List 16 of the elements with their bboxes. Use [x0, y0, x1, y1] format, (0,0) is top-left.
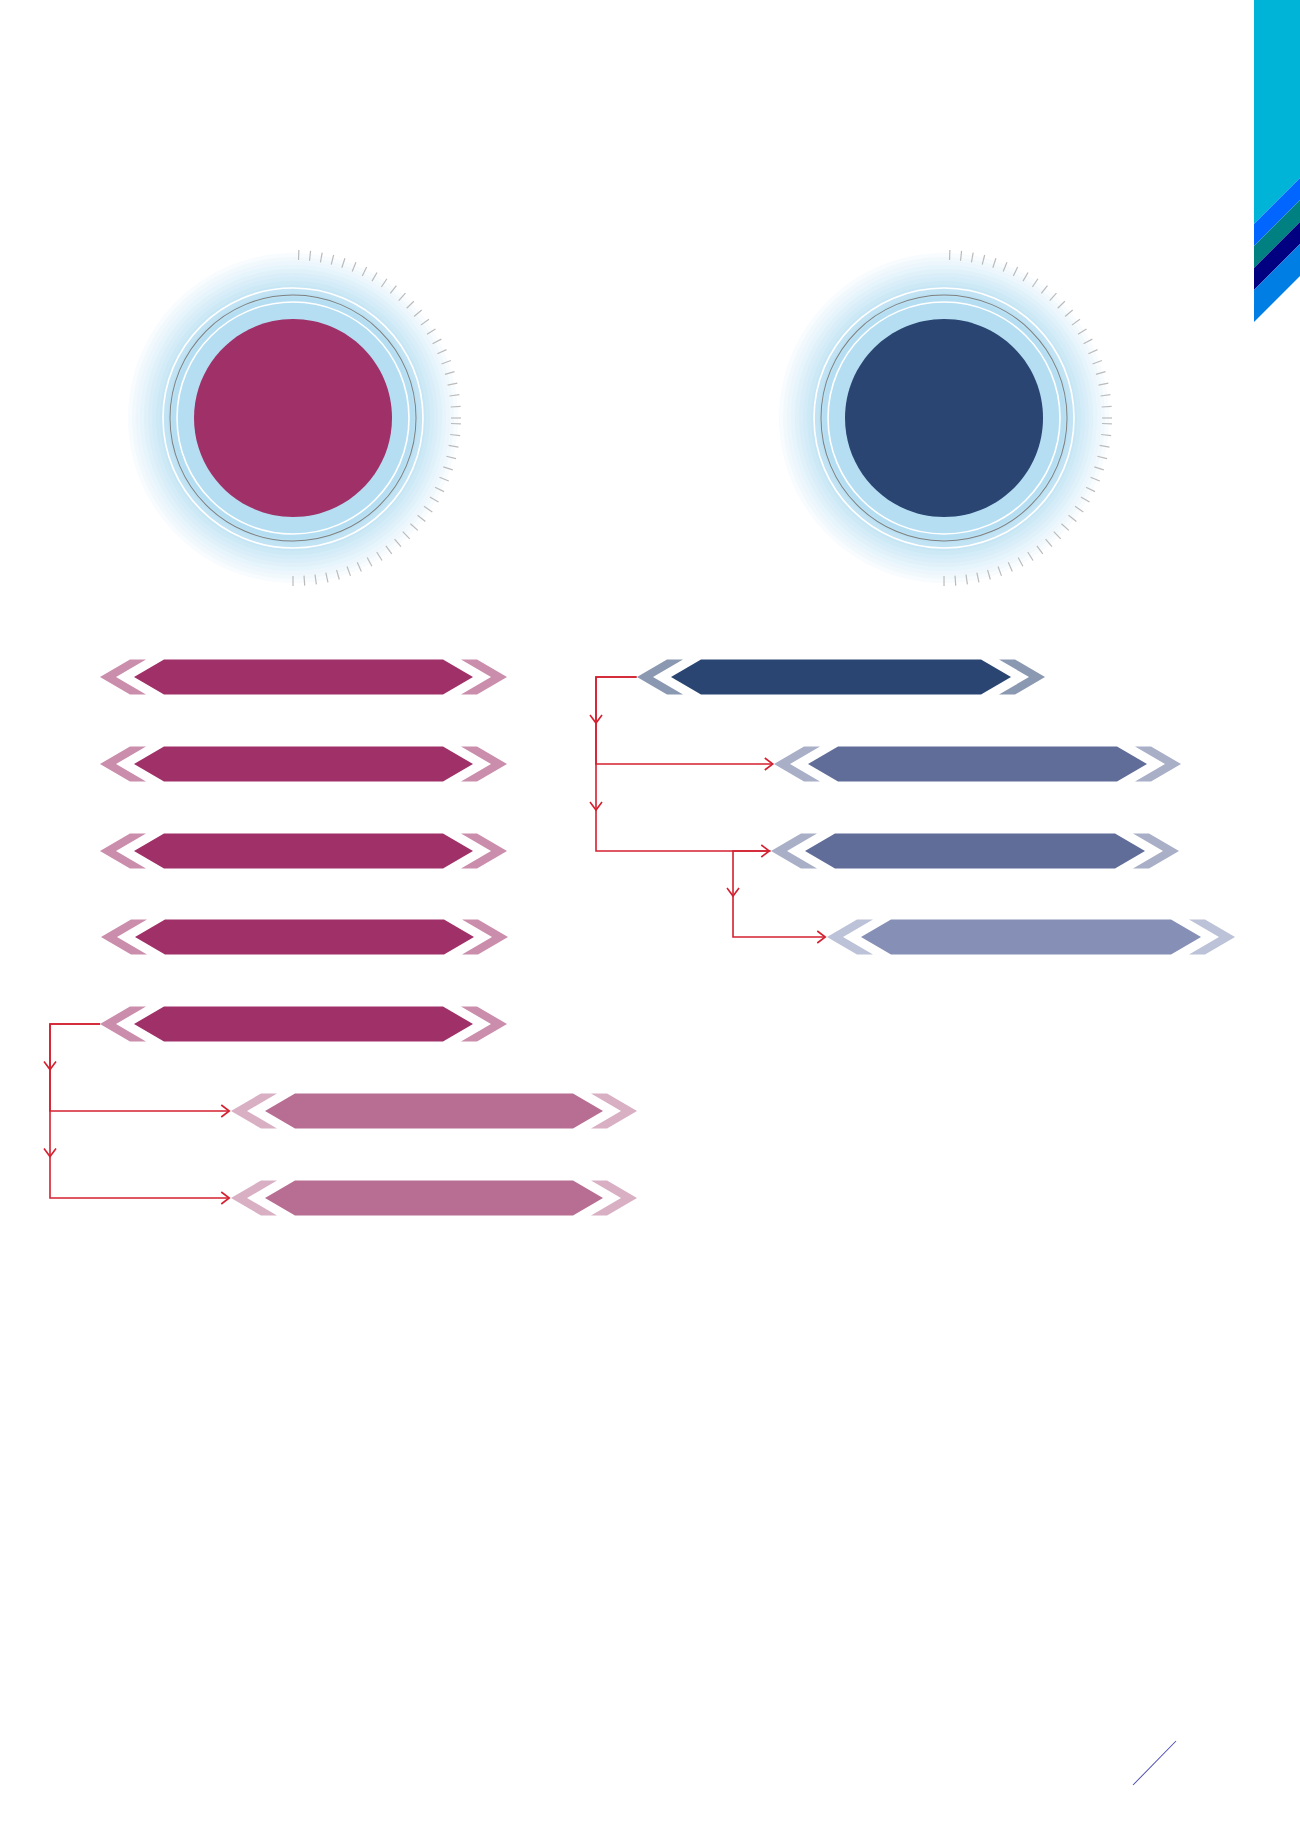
- arrow-banner: [827, 919, 1235, 955]
- arrow: [726, 850, 827, 944]
- arrow-banner: [231, 1180, 637, 1216]
- arrow-banner: [100, 833, 507, 869]
- arrow-banner: [101, 919, 508, 955]
- arrow: [43, 1023, 231, 1205]
- arrow: [589, 676, 771, 858]
- arrow-banner: [100, 746, 507, 782]
- arrow-banner: [771, 833, 1179, 869]
- arrow-banner: [637, 659, 1045, 695]
- arrow-banner: [774, 746, 1181, 782]
- arrow-banner: [231, 1093, 637, 1129]
- arrow-banner: [100, 659, 507, 695]
- filled-circle: [845, 319, 1043, 517]
- arrow-banner: [100, 1006, 507, 1042]
- filled-circle: [194, 319, 392, 517]
